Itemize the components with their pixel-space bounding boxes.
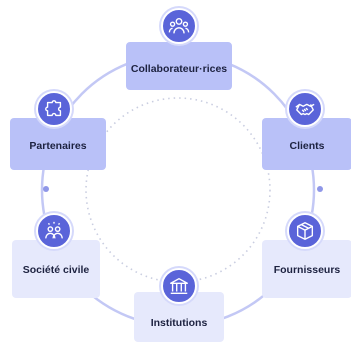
box-icon — [287, 213, 323, 249]
connector-dot-right — [317, 186, 323, 192]
people-group-icon — [161, 8, 197, 44]
handshake-icon — [287, 91, 323, 127]
node-label: Collaborateur·rices — [130, 63, 228, 75]
bank-icon — [161, 268, 197, 304]
node-label: Institutions — [150, 317, 208, 329]
community-icon — [36, 213, 72, 249]
node-societe-civile: Société civile — [12, 240, 100, 298]
connector-dot-left — [43, 186, 49, 192]
node-label: Partenaires — [29, 140, 87, 152]
node-partenaires: Partenaires — [10, 118, 106, 170]
puzzle-icon — [36, 91, 72, 127]
node-fournisseurs: Fournisseurs — [262, 240, 351, 298]
node-collaborateurs: Collaborateur·rices — [126, 42, 232, 90]
node-label: Fournisseurs — [273, 264, 341, 276]
node-label: Clients — [289, 140, 325, 152]
node-label: Société civile — [22, 264, 90, 276]
